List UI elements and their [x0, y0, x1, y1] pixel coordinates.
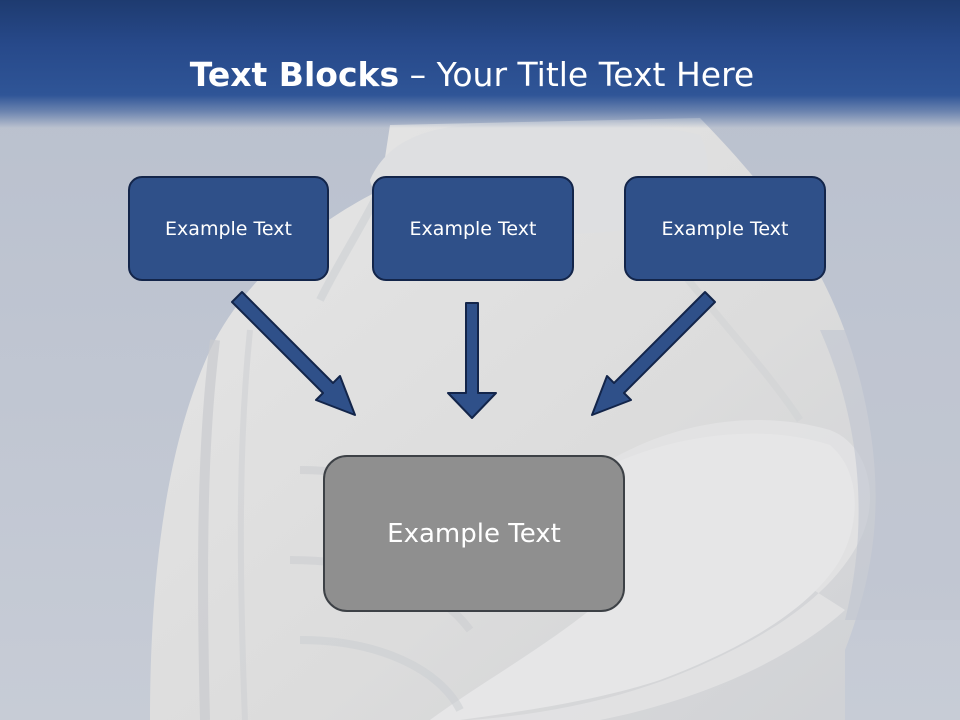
source-text-block-1: Example Text — [128, 176, 329, 281]
slide-title-bold: Text Blocks — [189, 55, 400, 94]
title-header-band — [0, 0, 960, 128]
slide-title-separator: – — [399, 55, 437, 94]
slide-title: Text Blocks – Your Title Text Here — [0, 52, 944, 98]
target-text-block: Example Text — [323, 455, 625, 612]
arrow-center-down — [447, 302, 497, 419]
source-text-block-2: Example Text — [372, 176, 574, 281]
slide-title-rest: Your Title Text Here — [436, 55, 755, 94]
source-text-block-3: Example Text — [624, 176, 826, 281]
arrow-right-diagonal — [591, 291, 716, 416]
arrow-left-diagonal — [231, 291, 356, 416]
